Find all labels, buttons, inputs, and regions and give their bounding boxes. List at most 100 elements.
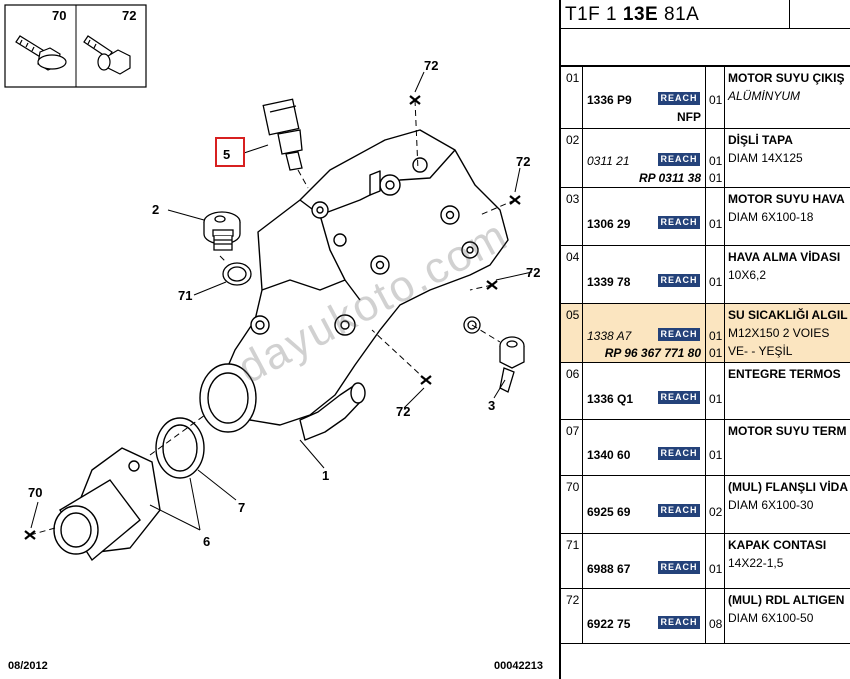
inset-label-72: 72 <box>122 8 136 23</box>
quantity: 08 <box>709 617 723 631</box>
header-blank-row <box>561 29 850 67</box>
item-number: 71 <box>566 538 580 552</box>
parts-row-01[interactable]: 01 1336 P9 REACH NFP 01 MOTOR SUYU ÇIKIŞ ALÜMİ… <box>561 67 850 129</box>
quantity: 01 <box>709 275 723 289</box>
reach-badge: REACH <box>658 504 700 517</box>
callout-5-box <box>215 137 245 167</box>
flange-bolt-icon <box>15 35 67 71</box>
catalog-code: T1F 1 13E 81A <box>565 4 700 25</box>
callout-7: 7 <box>238 500 245 515</box>
part-description-detail: DIAM 14X125 <box>728 151 803 165</box>
thermostat-housing <box>199 129 509 441</box>
quantity: 01 <box>709 562 723 576</box>
replacement-reference[interactable]: RP 96 367 771 80 <box>604 346 701 360</box>
part-reference[interactable]: 0311 21 <box>587 154 630 168</box>
callout-72-top: 72 <box>424 58 438 73</box>
part-reference[interactable]: 1339 78 <box>587 275 631 289</box>
sealing-washer <box>222 262 252 286</box>
part-description-detail: 10X6,2 <box>728 268 767 282</box>
callout-72-right: 72 <box>516 154 530 169</box>
callout-71: 71 <box>178 288 192 303</box>
bleed-screw <box>463 316 525 393</box>
replacement-reference[interactable]: RP 0311 38 <box>638 171 701 185</box>
part-description: MOTOR SUYU TERM <box>728 424 847 438</box>
item-number: 72 <box>566 593 580 607</box>
item-number: 07 <box>566 424 580 438</box>
part-description: (MUL) FLANŞLI VİDA <box>728 480 848 494</box>
temperature-sensor <box>262 98 303 171</box>
part-description: HAVA ALMA VİDASI <box>728 250 841 264</box>
callout-2: 2 <box>152 202 159 217</box>
exploded-parts-diagram: 70 72 <box>4 4 540 562</box>
callout-labels: 72 5 72 2 72 71 3 72 1 70 7 6 <box>28 58 540 549</box>
quantity-secondary: 01 <box>709 346 723 360</box>
reach-badge: REACH <box>658 328 700 341</box>
part-reference[interactable]: 6922 75 <box>587 617 631 631</box>
reach-badge: REACH <box>658 274 700 287</box>
reach-badge: REACH <box>658 447 700 460</box>
part-reference[interactable]: 1340 60 <box>587 448 631 462</box>
inset-label-70: 70 <box>52 8 66 23</box>
item-number: 02 <box>566 133 580 147</box>
thermostat-flange <box>53 447 161 562</box>
part-reference[interactable]: 1336 P9 <box>587 93 632 107</box>
item-number: 70 <box>566 480 580 494</box>
threaded-plug <box>203 211 241 251</box>
quantity: 02 <box>709 505 723 519</box>
gasket-ring <box>155 417 205 479</box>
callout-6: 6 <box>203 534 210 549</box>
part-description-detail: DIAM 6X100-30 <box>728 498 814 512</box>
part-description-extra: VE- - YEŞİL <box>728 344 793 358</box>
part-reference[interactable]: 1338 A7 <box>587 329 632 343</box>
panel-divider <box>559 0 561 679</box>
reach-badge: REACH <box>658 391 700 404</box>
item-number: 03 <box>566 192 580 206</box>
item-number: 05 <box>566 308 580 322</box>
quantity: 01 <box>709 154 723 168</box>
quantity: 01 <box>709 392 723 406</box>
reach-badge: REACH <box>658 216 700 229</box>
part-description: KAPAK CONTASI <box>728 538 827 552</box>
part-description: ENTEGRE TERMOS <box>728 367 841 381</box>
hex-bolt-icon <box>83 35 131 75</box>
fastener-inset: 70 72 <box>4 4 147 88</box>
exploded-dashed-lines <box>29 99 516 536</box>
catalog-header: T1F 1 13E 81A <box>561 0 850 29</box>
part-description-detail: 14X22-1,5 <box>728 556 784 570</box>
parts-row-03[interactable]: 03 1306 29 REACH 01 MOTOR SUYU HAVA DIAM 6X10… <box>561 188 850 246</box>
quantity: 01 <box>709 329 723 343</box>
reach-badge: REACH <box>658 92 700 105</box>
part-reference[interactable]: 6988 67 <box>587 562 631 576</box>
part-reference[interactable]: 1306 29 <box>587 217 631 231</box>
item-number: 04 <box>566 250 580 264</box>
part-description-detail: M12X150 2 VOIES <box>728 326 830 340</box>
part-reference[interactable]: 6925 69 <box>587 505 631 519</box>
parts-row-70[interactable]: 70 6925 69 REACH 02 (MUL) FLANŞLI VİDA DIAM 6… <box>561 476 850 534</box>
reach-badge: REACH <box>658 616 700 629</box>
fastener-position-marks <box>24 95 521 540</box>
part-description-detail: DIAM 6X100-18 <box>728 210 814 224</box>
part-description: (MUL) RDL ALTIGEN <box>728 593 845 607</box>
callout-1: 1 <box>322 468 329 483</box>
replacement-reference[interactable]: NFP <box>677 110 701 124</box>
part-description: DİŞLİ TAPA <box>728 133 793 147</box>
callout-3: 3 <box>488 398 495 413</box>
quantity: 01 <box>709 93 723 107</box>
item-number: 01 <box>566 71 580 85</box>
quantity-secondary: 01 <box>709 171 723 185</box>
callout-72-bottom: 72 <box>396 404 410 419</box>
callout-leaders <box>30 71 533 531</box>
part-reference[interactable]: 1336 Q1 <box>587 392 634 406</box>
parts-row-04[interactable]: 04 1339 78 REACH 01 HAVA ALMA VİDASI 10X6,2 <box>561 246 850 304</box>
callout-5: 5 <box>223 147 230 162</box>
part-description: MOTOR SUYU ÇIKIŞ <box>728 71 845 85</box>
part-description-detail: ALÜMİNYUM <box>728 89 801 103</box>
part-description: MOTOR SUYU HAVA <box>728 192 845 206</box>
quantity: 01 <box>709 217 723 231</box>
